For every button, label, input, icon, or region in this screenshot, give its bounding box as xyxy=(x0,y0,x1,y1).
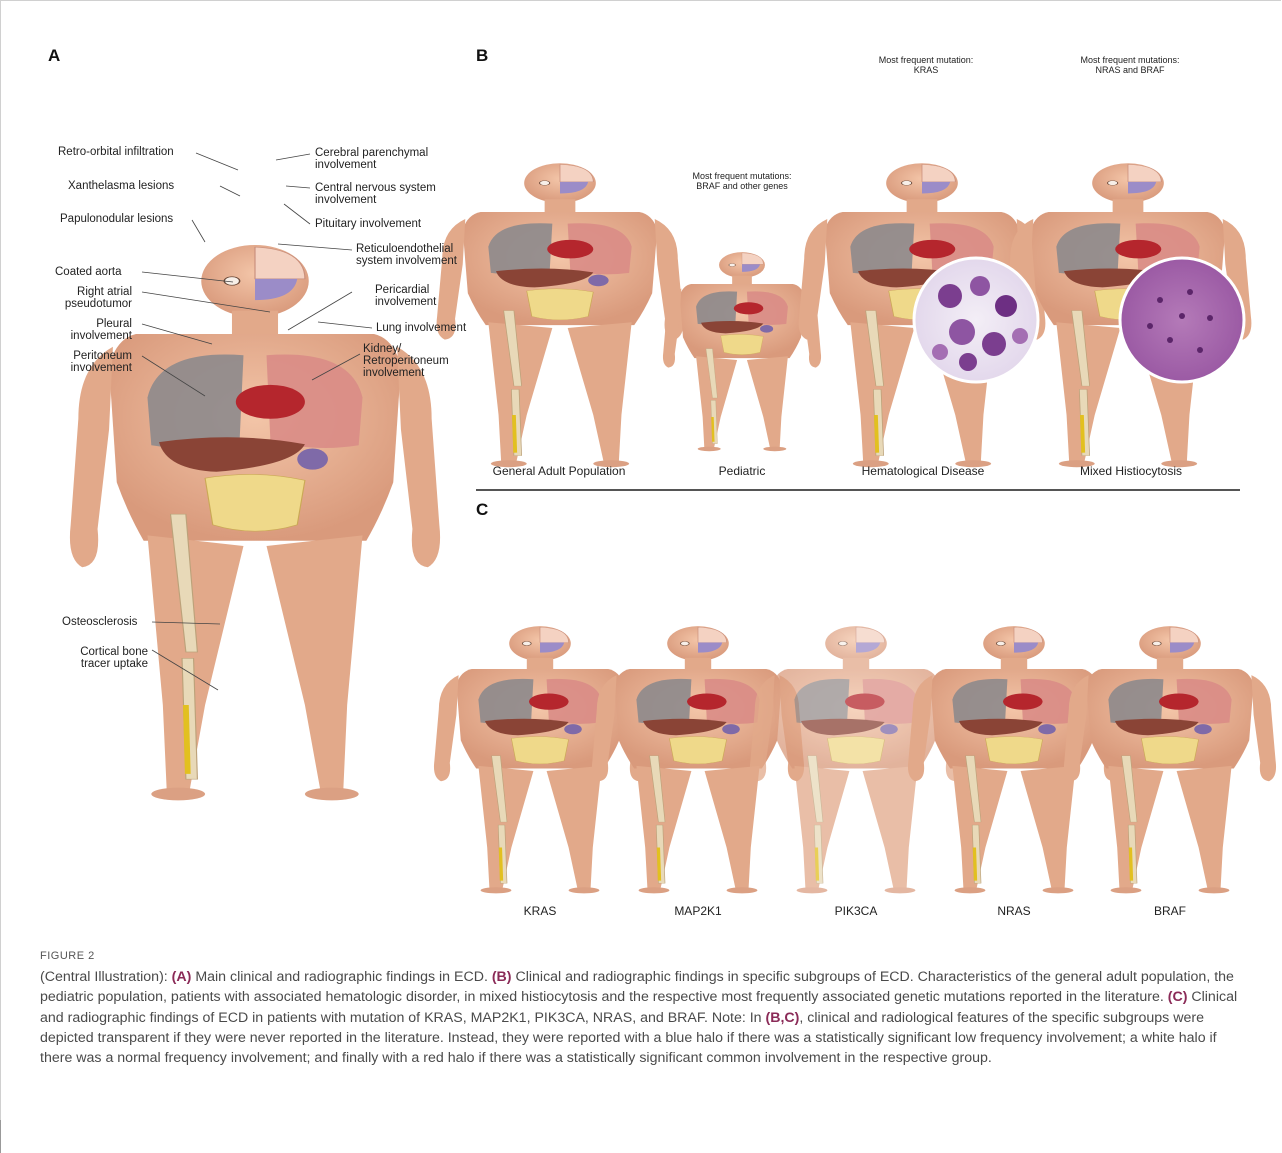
label-pituitary: Pituitary involvement xyxy=(315,218,421,230)
panel-c-body-kras xyxy=(434,626,646,893)
note-hema-mutation: Most frequent mutation: KRAS xyxy=(851,55,1001,75)
note-mixed-mutations: Most frequent mutations: NRAS and BRAF xyxy=(1055,55,1205,75)
label-pericardial: Pericardial involvement xyxy=(375,284,436,308)
label-kras: KRAS xyxy=(455,904,625,918)
label-hematological: Hematological Disease xyxy=(838,464,1008,478)
panel-c-body-map2k1 xyxy=(592,626,804,893)
label-general-adult: General Adult Population xyxy=(474,464,644,478)
mixed-micrograph xyxy=(1120,258,1244,382)
panel-c-body-pik3ca xyxy=(750,626,962,893)
label-peritoneum: Peritoneum involvement xyxy=(57,350,132,374)
label-cerebral: Cerebral parenchymal involvement xyxy=(315,147,428,171)
left-margin-bar xyxy=(0,1120,1,1153)
label-coated-aorta: Coated aorta xyxy=(55,266,122,278)
panel-c-body-braf xyxy=(1064,626,1276,893)
label-nras: NRAS xyxy=(929,904,1099,918)
label-cns: Central nervous system involvement xyxy=(315,182,436,206)
label-retro-orbital: Retro-orbital infiltration xyxy=(58,146,174,158)
label-braf: BRAF xyxy=(1085,904,1255,918)
label-xanthelasma: Xanthelasma lesions xyxy=(68,180,174,192)
label-cortical: Cortical bone tracer uptake xyxy=(70,646,148,670)
panel-divider xyxy=(476,489,1240,491)
label-osteosclerosis: Osteosclerosis xyxy=(62,616,137,628)
label-mixed-histiocytosis: Mixed Histiocytosis xyxy=(1046,464,1216,478)
label-lung: Lung involvement xyxy=(376,322,466,334)
panel-c-body-nras xyxy=(908,626,1120,893)
figure-number: FIGURE 2 xyxy=(40,950,95,962)
label-pediatric: Pediatric xyxy=(657,464,827,478)
label-reticuloendothelial: Reticuloendothelial system involvement xyxy=(356,243,457,267)
figure-caption: (Central Illustration): (A) Main clinica… xyxy=(40,967,1240,1068)
panel-b-body-pediatric xyxy=(663,252,821,451)
label-pleural: Pleural involvement xyxy=(57,318,132,342)
label-papulonodular: Papulonodular lesions xyxy=(60,213,173,225)
hema-micrograph xyxy=(914,258,1038,382)
panel-b-body-adult xyxy=(437,163,684,467)
label-map2k1: MAP2K1 xyxy=(613,904,783,918)
label-kidney: Kidney/ Retroperitoneum involvement xyxy=(363,343,449,379)
label-right-atrial: Right atrial pseudotumor xyxy=(57,286,132,310)
label-pik3ca: PIK3CA xyxy=(771,904,941,918)
note-pediatric-mutations: Most frequent mutations: BRAF and other … xyxy=(667,171,817,191)
